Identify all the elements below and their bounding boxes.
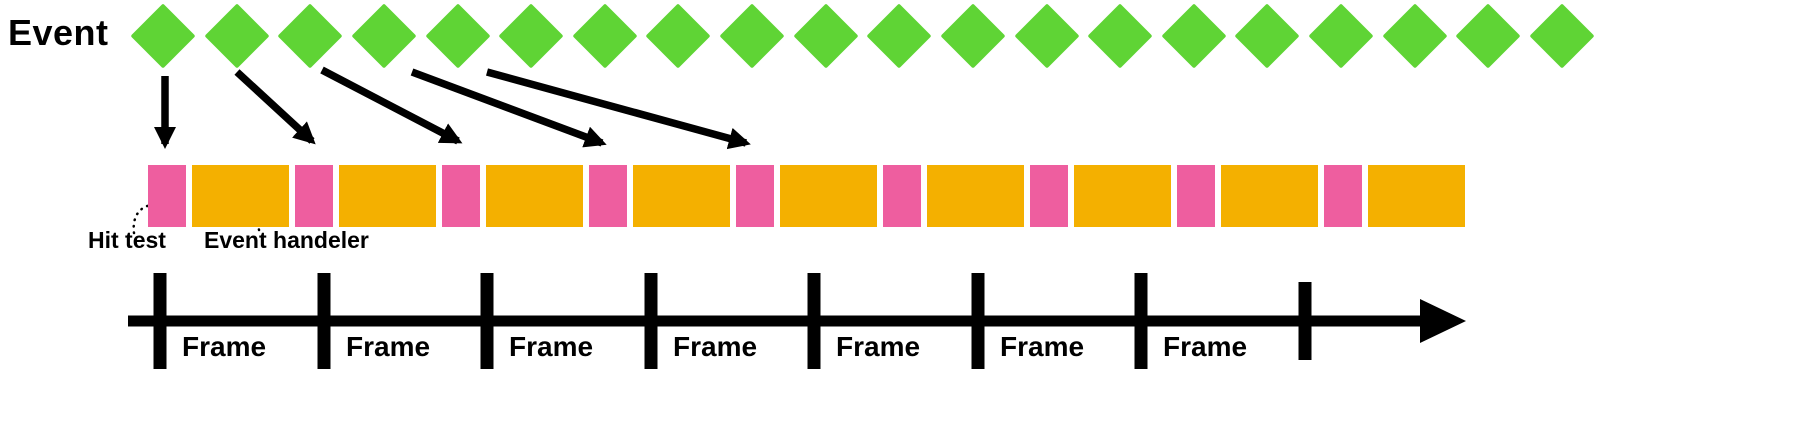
event-handler-segment [339, 165, 436, 227]
event-handler-segment [1074, 165, 1171, 227]
event-handler-segment [192, 165, 289, 227]
hit-test-segment [1177, 165, 1215, 227]
event-handler-segment [927, 165, 1024, 227]
frame-label: Frame [673, 331, 758, 362]
hit-test-segment [589, 165, 627, 227]
event-handler-label: Event handeler [204, 227, 369, 253]
hit-test-segment [295, 165, 333, 227]
frame-label: Frame [1163, 331, 1248, 362]
hit-test-segment [1030, 165, 1068, 227]
frame-label: Frame [836, 331, 921, 362]
event-label: Event [8, 12, 109, 53]
event-handler-segment [1368, 165, 1465, 227]
event-handler-segment [486, 165, 583, 227]
hit-test-segment [1324, 165, 1362, 227]
hit-test-label: Hit test [88, 227, 166, 253]
hit-test-segment [736, 165, 774, 227]
hit-test-segment [883, 165, 921, 227]
frame-label: Frame [182, 331, 267, 362]
event-handler-segment [633, 165, 730, 227]
hit-test-segment [148, 165, 186, 227]
frame-label: Frame [346, 331, 431, 362]
event-handler-segment [780, 165, 877, 227]
frame-label: Frame [1000, 331, 1085, 362]
hit-test-segment [442, 165, 480, 227]
frame-label: Frame [509, 331, 594, 362]
event-handler-segment [1221, 165, 1318, 227]
frame-activity-bar [148, 165, 1465, 227]
